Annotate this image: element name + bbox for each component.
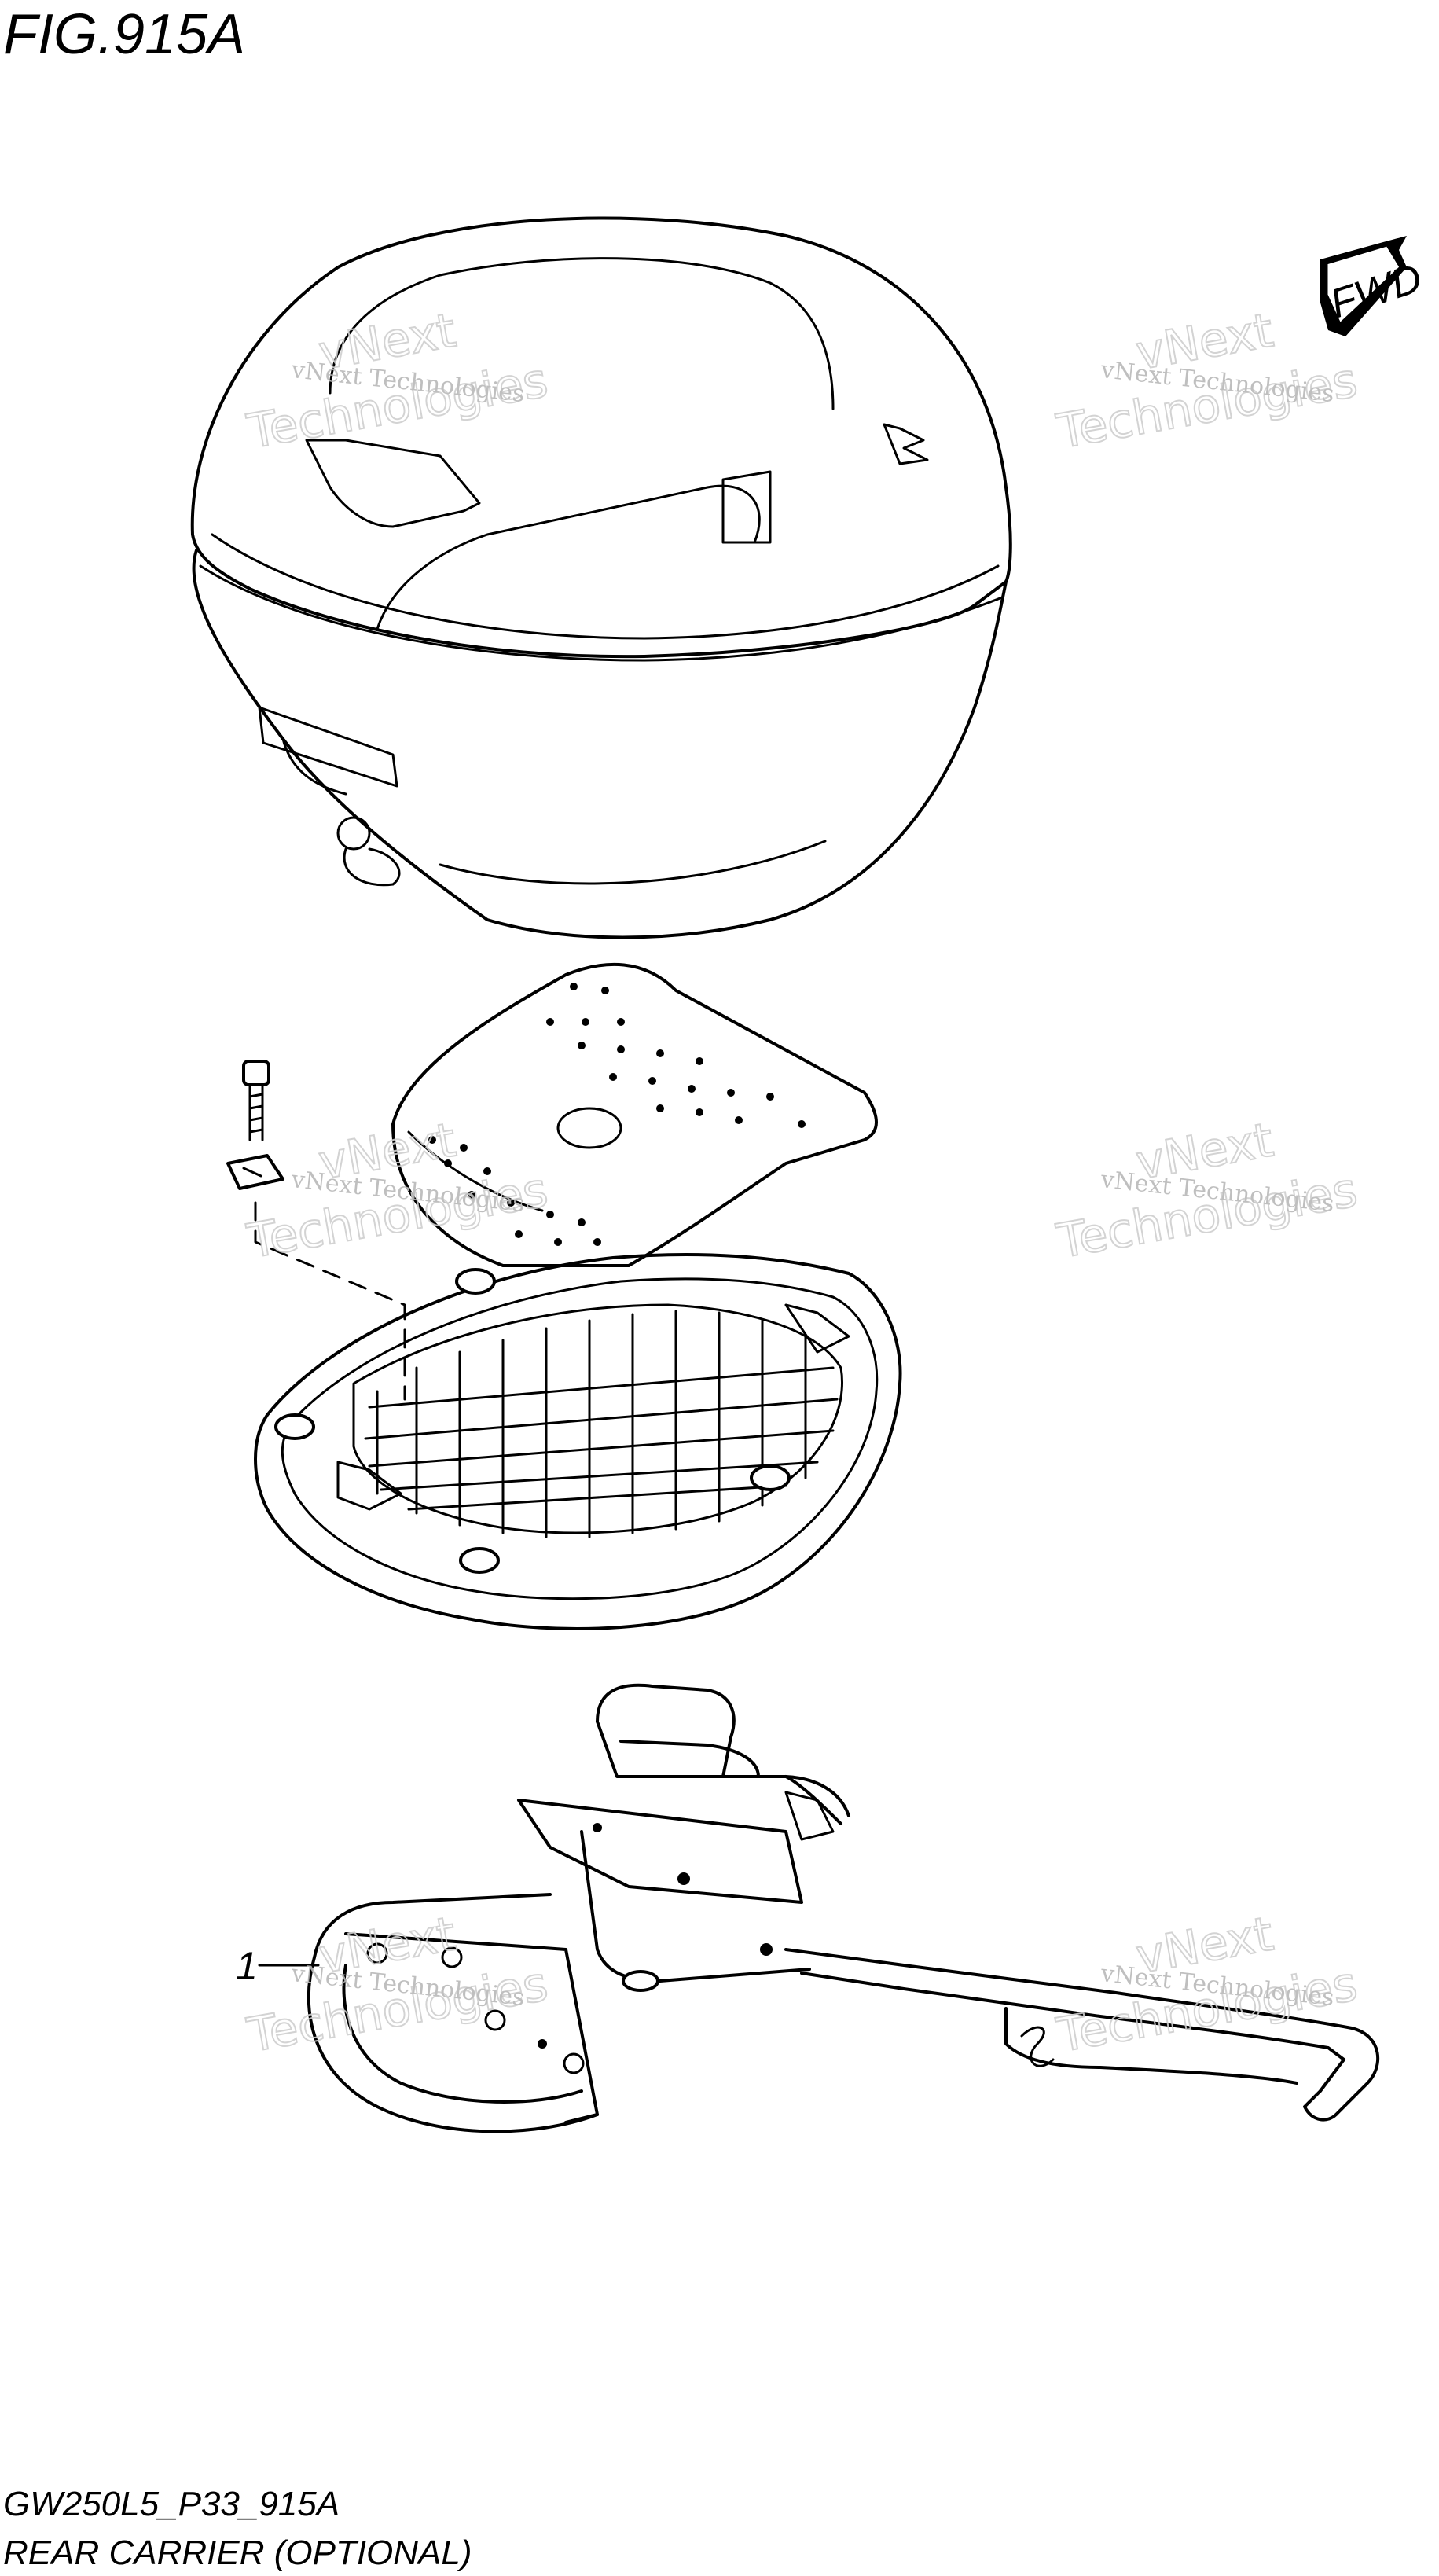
watermark-middle-left: vNext Technologies vNext Technologies	[242, 1112, 552, 1270]
figure-code: GW250L5_P33_915A	[3, 2485, 340, 2523]
base-plate	[254, 1253, 902, 1630]
rear-carrier	[307, 1683, 1379, 2133]
figure-title: FIG.915A	[3, 3, 245, 66]
figure-caption: REAR CARRIER (OPTIONAL)	[3, 2534, 472, 2572]
plate-holes	[428, 983, 806, 1246]
grid-lines	[364, 1310, 839, 1538]
bolt	[242, 1060, 270, 1141]
watermark-middle-right: vNext Technologies vNext Technologies	[1052, 1112, 1362, 1270]
watermark-top-right: vNext Technologies vNext Technologies	[1052, 302, 1362, 461]
callout-number-1: 1	[236, 1944, 258, 1988]
watermark-bottom-left: vNext Technologies vNext Technologies	[242, 1905, 552, 2064]
callout-1: 1	[236, 1944, 320, 1988]
top-case-mounting-plate	[391, 962, 878, 1267]
watermark-top-left: vNext Technologies vNext Technologies	[242, 302, 552, 461]
fwd-arrow-icon: FWD	[1320, 236, 1427, 336]
washer-nut	[226, 1154, 284, 1190]
top-case	[190, 216, 1012, 939]
carrier-holes	[366, 1823, 773, 2074]
leader-dashed	[254, 1201, 406, 1401]
watermark-bottom-right: vNext Technologies vNext Technologies	[1052, 1905, 1362, 2064]
